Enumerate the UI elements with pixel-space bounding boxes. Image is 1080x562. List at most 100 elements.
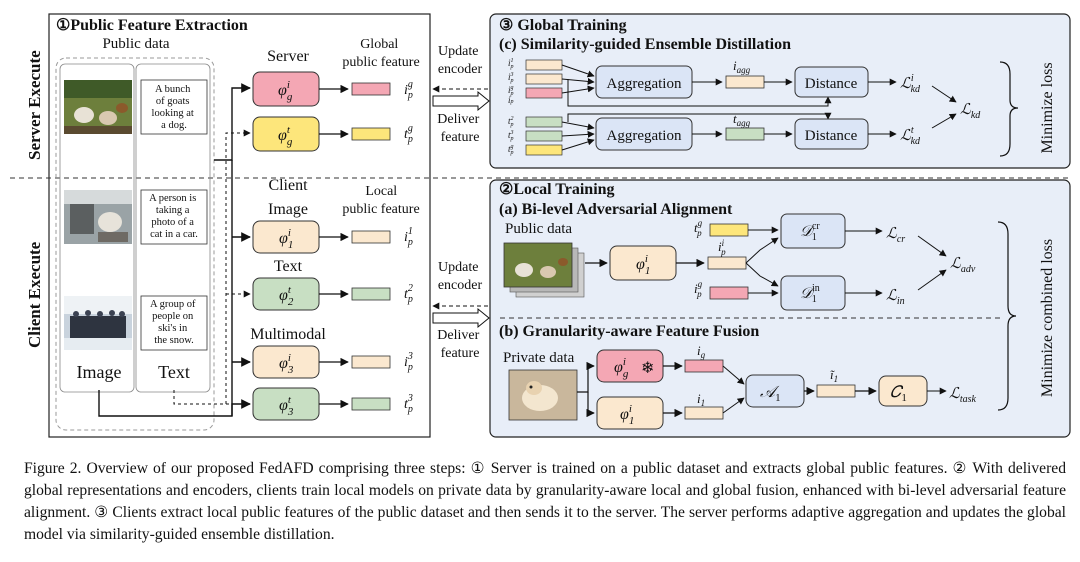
caption-box-2 bbox=[140, 189, 208, 245]
caption-1-line: A bunch bbox=[155, 84, 191, 95]
tg-feature bbox=[709, 223, 749, 237]
caption-2-line: A person is bbox=[149, 193, 196, 204]
svg-text:ip: ip bbox=[508, 95, 514, 105]
svg-text:ig: ig bbox=[697, 343, 706, 360]
image-column bbox=[59, 63, 135, 393]
svg-text:tgp: tgp bbox=[404, 123, 413, 145]
text-column bbox=[135, 63, 211, 393]
svg-text:Update encoder: Update encoder bbox=[438, 44, 483, 77]
caption-3-line: people on bbox=[152, 311, 194, 322]
svg-text:t3p: t3p bbox=[508, 130, 514, 142]
svg-text:igp: igp bbox=[508, 85, 514, 97]
svg-text:i3p: i3p bbox=[404, 351, 413, 373]
minimize-loss-label: Minimize loss bbox=[1039, 62, 1056, 153]
svg-text:A person is taking a p: A person is taking a photo of a cat in a… bbox=[149, 193, 199, 240]
caption-box-1 bbox=[140, 79, 208, 135]
server-label: Server bbox=[267, 48, 309, 65]
svg-text:igp: igp bbox=[404, 79, 413, 101]
svg-text:φi1: φi1 bbox=[620, 403, 634, 427]
svg-text:A bunch of goats looki: A bunch of goats looking at a dog. bbox=[152, 84, 197, 131]
svg-text:A group of people on s: A group of people on ski's in the snow. bbox=[150, 299, 198, 346]
svg-text:t2p: t2p bbox=[404, 283, 413, 305]
global-feature-label: public feature bbox=[342, 55, 419, 70]
svg-text:φi3: φi3 bbox=[279, 352, 294, 376]
svg-text:φt3: φt3 bbox=[279, 394, 294, 418]
deliver-feature-bottom: Deliver bbox=[437, 328, 479, 343]
arrow-ig-to-a1 bbox=[722, 365, 745, 385]
arrow-txt-1 bbox=[561, 121, 595, 131]
update-encoder-top: encoder bbox=[438, 62, 483, 77]
caption-1-line: looking at bbox=[152, 108, 194, 119]
arrow-lin-to-ladv bbox=[917, 269, 947, 291]
framework-diagram: ①Public Feature Extraction Server Execut… bbox=[10, 13, 1071, 438]
update-encoder-bottom: encoder bbox=[438, 278, 483, 293]
global-feature-label: Global bbox=[360, 37, 398, 52]
snowflake-icon: ❄ bbox=[641, 360, 654, 377]
caption-2-line: taking a bbox=[156, 205, 190, 216]
brace-global bbox=[999, 61, 1019, 157]
svg-text:igp: igp bbox=[694, 279, 703, 299]
i1-private-feature bbox=[684, 406, 724, 420]
distance-label-image: Distance bbox=[805, 76, 858, 92]
update-encoder-top: Update bbox=[438, 44, 478, 59]
arrow-priv-to-enc-1 bbox=[586, 392, 595, 418]
local-feature-label: Local bbox=[365, 184, 397, 199]
caption-1-line: of goats bbox=[156, 96, 190, 107]
svg-text:Global public feature: Global public feature bbox=[342, 37, 419, 70]
svg-text:ĩ1: ĩ1 bbox=[830, 367, 838, 384]
svg-text:t2p: t2p bbox=[508, 116, 514, 128]
caption-3-line: the snow. bbox=[154, 335, 194, 346]
minimize-combined-label: Minimize combined loss bbox=[1039, 239, 1056, 397]
private-data-image bbox=[508, 369, 578, 421]
goats-photo bbox=[64, 80, 132, 134]
public-data-label-local: Public data bbox=[505, 221, 572, 237]
svg-text:iip: iip bbox=[718, 238, 726, 257]
deliver-arrow-top bbox=[432, 90, 490, 112]
deliver-feature-top: feature bbox=[441, 130, 480, 145]
arrow-txt-3 bbox=[561, 138, 595, 151]
arrow-txt-2 bbox=[561, 130, 595, 138]
image-label: Image bbox=[77, 362, 122, 382]
global-text-feature bbox=[351, 127, 391, 141]
caption-2-line: photo of a bbox=[151, 217, 194, 228]
local-feature-i3 bbox=[351, 355, 391, 369]
svg-text:Deliver feature: Deliver feature bbox=[437, 328, 482, 361]
txt-bypass-line bbox=[567, 112, 832, 122]
deliver-feature-top: Deliver bbox=[437, 112, 479, 127]
svg-text:Update encoder: Update encoder bbox=[438, 260, 483, 293]
svg-text:i1: i1 bbox=[697, 391, 705, 408]
arrow-lcr-to-ladv bbox=[917, 235, 947, 257]
person-cat-photo bbox=[64, 190, 132, 244]
public-extraction-title: ①Public Feature Extraction bbox=[56, 17, 248, 34]
svg-text:φi1: φi1 bbox=[279, 227, 293, 251]
client-label: Client bbox=[268, 177, 308, 194]
public-data-frame bbox=[55, 57, 215, 431]
arrow-lkdt-to-lkd bbox=[931, 113, 957, 129]
client-execute-label: Client Execute bbox=[25, 241, 44, 348]
text-label: Text bbox=[158, 362, 190, 382]
arrow-ip-to-din bbox=[745, 262, 779, 287]
arrow-priv-to-enc-g bbox=[577, 361, 595, 393]
update-encoder-bottom: Update bbox=[438, 260, 478, 275]
i-agg-feature bbox=[725, 75, 765, 89]
caption-1-line: a dog. bbox=[161, 120, 187, 131]
arrow-ip-to-dcr bbox=[745, 237, 779, 264]
caption-box-3 bbox=[140, 295, 208, 351]
feature-fusion-title: (b) Granularity-aware Feature Fusion bbox=[499, 323, 759, 340]
ensemble-distillation-title: (c) Similarity-guided Ensemble Distillat… bbox=[499, 36, 791, 53]
svg-text:φig: φig bbox=[614, 356, 629, 380]
arrow-img-2 bbox=[561, 77, 595, 85]
svg-text:i3p: i3p bbox=[508, 72, 514, 84]
distance-label-text: Distance bbox=[805, 128, 858, 144]
svg-text:t3p: t3p bbox=[404, 393, 413, 415]
local-feature-t2 bbox=[351, 287, 391, 301]
local-feature-i1 bbox=[351, 230, 391, 244]
adversarial-alignment-title: (a) Bi-level Adversarial Alignment bbox=[499, 201, 733, 218]
svg-text:i1p: i1p bbox=[508, 58, 514, 70]
svg-text:φig: φig bbox=[278, 79, 293, 103]
deliver-arrow-bottom bbox=[432, 307, 490, 329]
arrow-img-1 bbox=[561, 64, 595, 78]
image-to-server-line bbox=[214, 83, 251, 161]
